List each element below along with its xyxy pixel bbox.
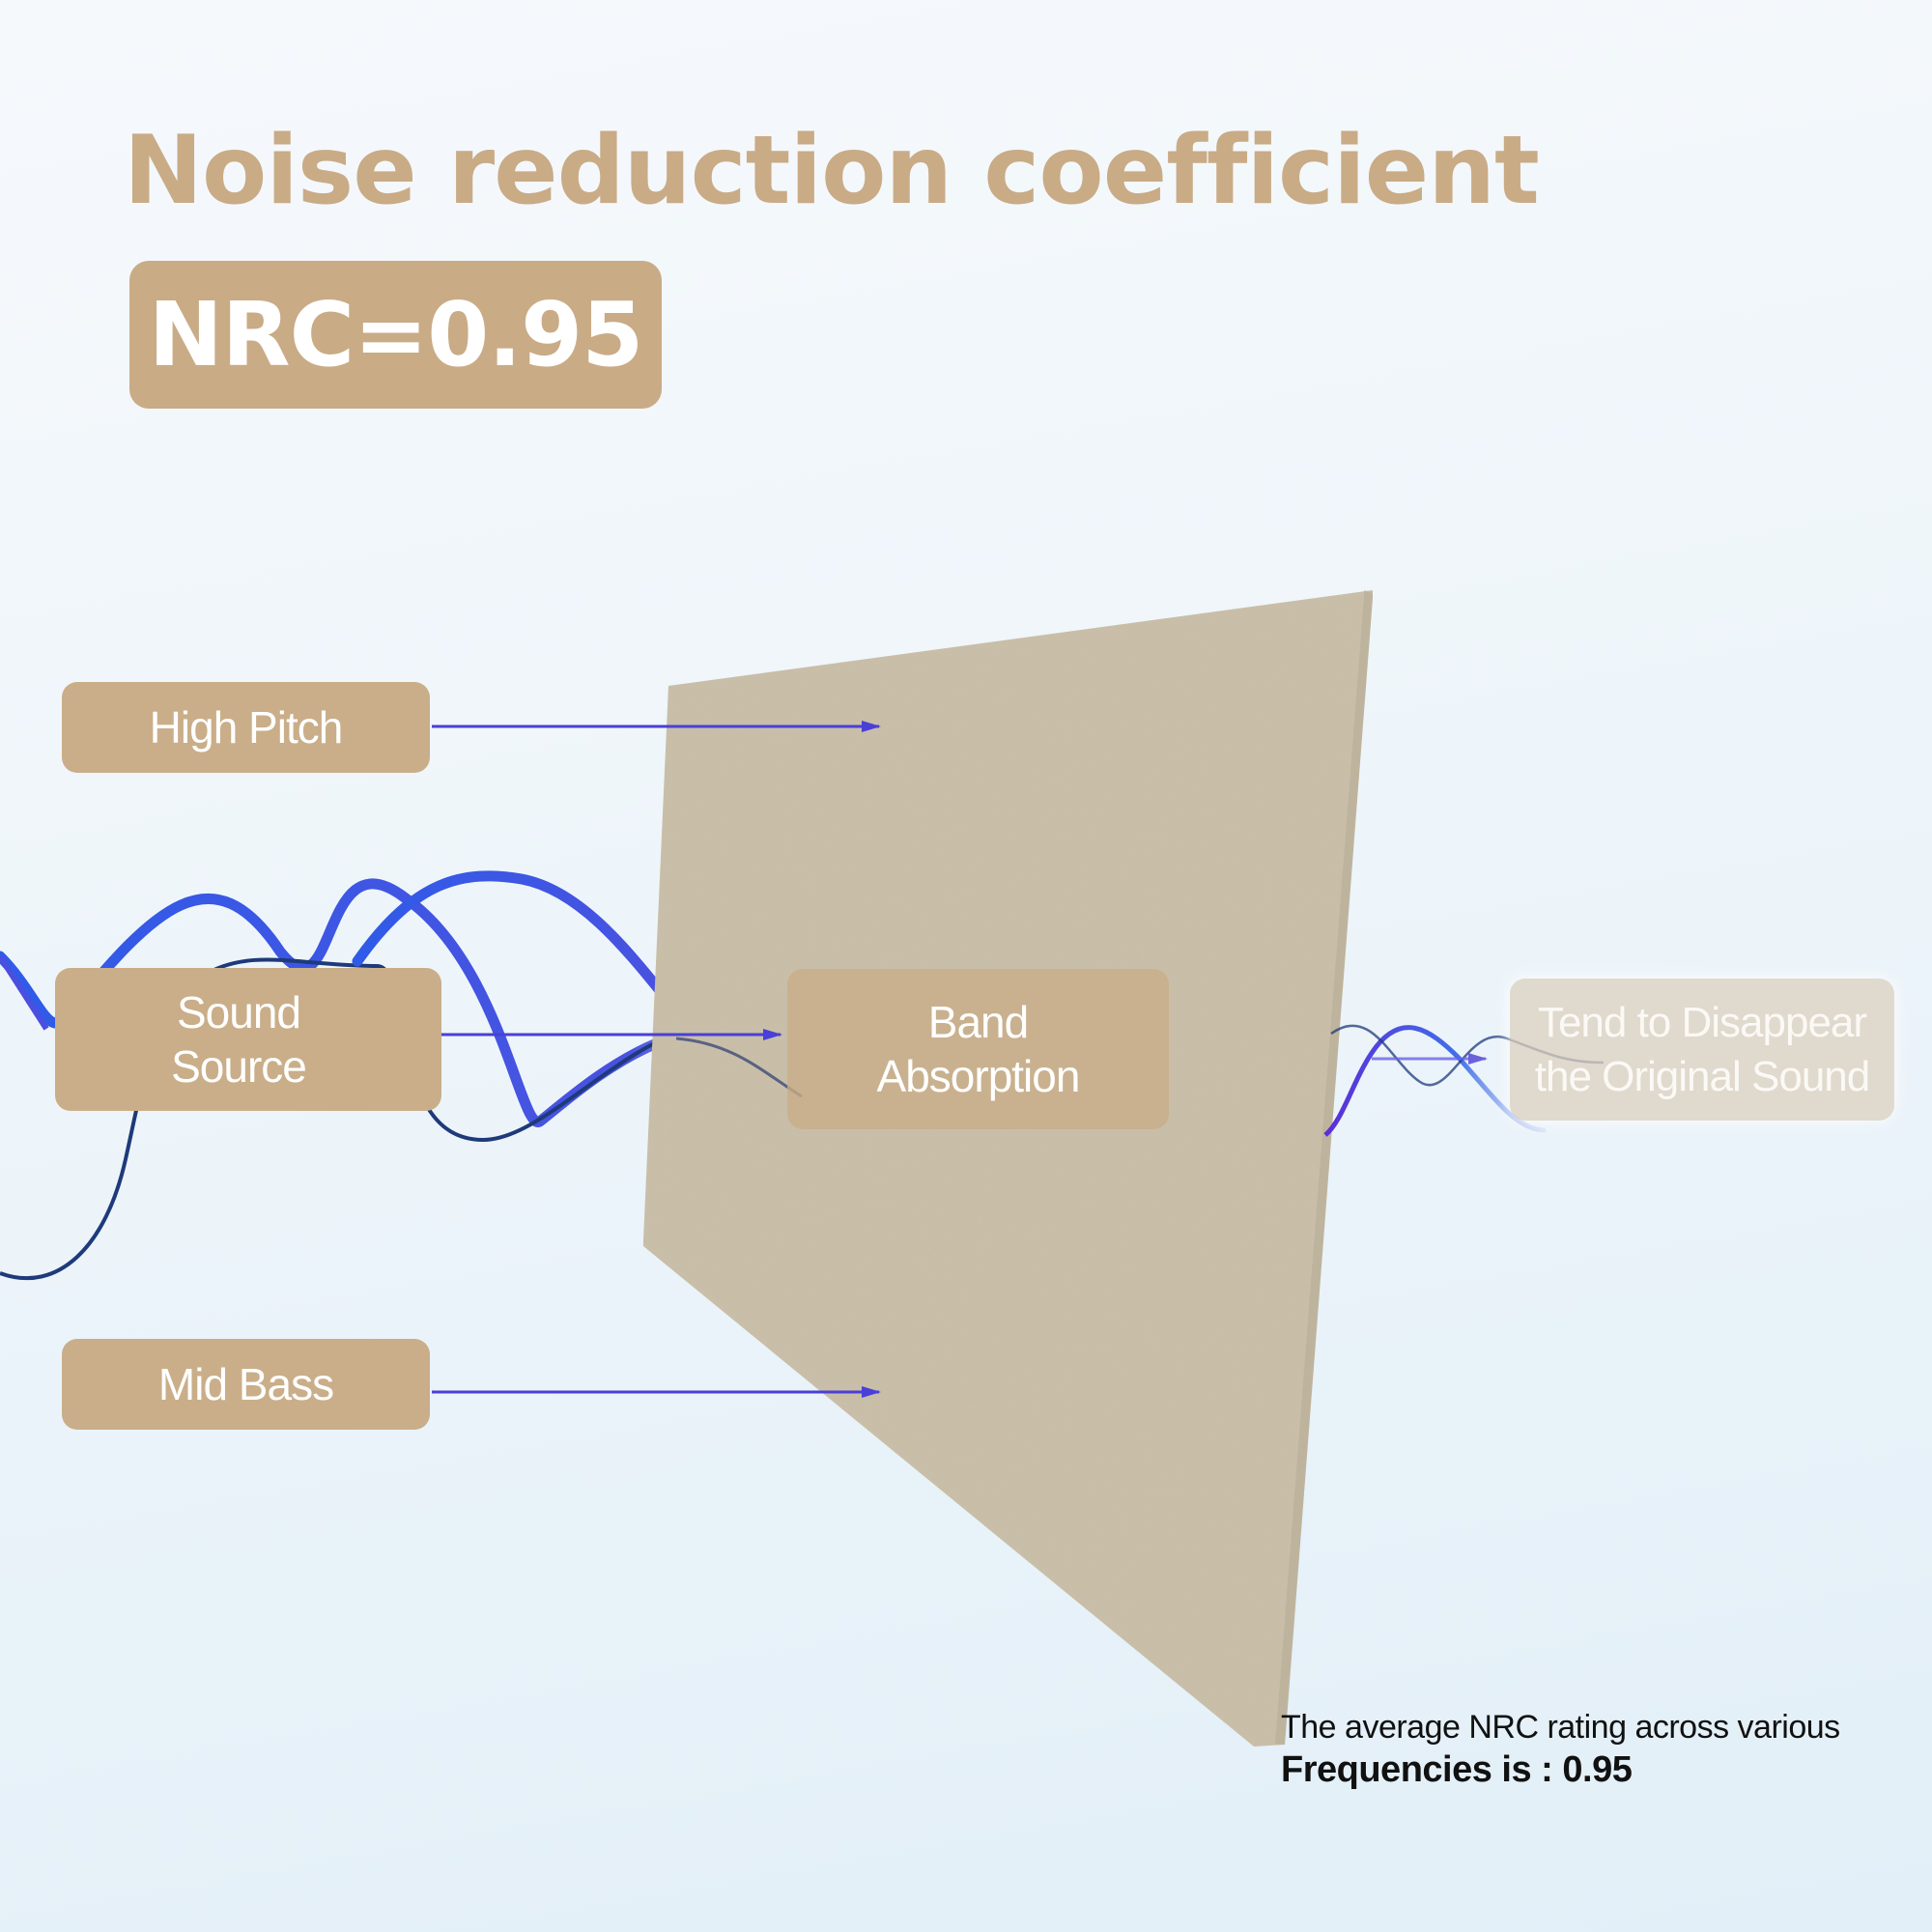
footnote-line-1: The average NRC rating across various: [1281, 1709, 1840, 1746]
nrc-badge: NRC=0.95: [129, 261, 662, 409]
footnote-line-2: Frequencies is : 0.95: [1281, 1749, 1633, 1790]
nrc-footnote: The average NRC rating across various Fr…: [1281, 1706, 1840, 1791]
high-pitch-label: High Pitch: [62, 682, 430, 773]
page-title: Noise reduction coefficient: [124, 116, 1540, 226]
acoustic-panel-texture: [643, 590, 1373, 1747]
sound-source-label: Sound Source: [55, 968, 441, 1111]
mid-bass-label: Mid Bass: [62, 1339, 430, 1430]
residual-wave-1: [1323, 1025, 1547, 1137]
band-absorption-label: Band Absorption: [787, 969, 1169, 1129]
tend-to-disappear-label: Tend to Disappear the Original Sound: [1510, 979, 1894, 1121]
acoustic-panel-edge: [1275, 590, 1373, 1745]
sound-wave-light: [0, 954, 49, 1031]
nrc-badge-text: NRC=0.95: [148, 283, 643, 386]
